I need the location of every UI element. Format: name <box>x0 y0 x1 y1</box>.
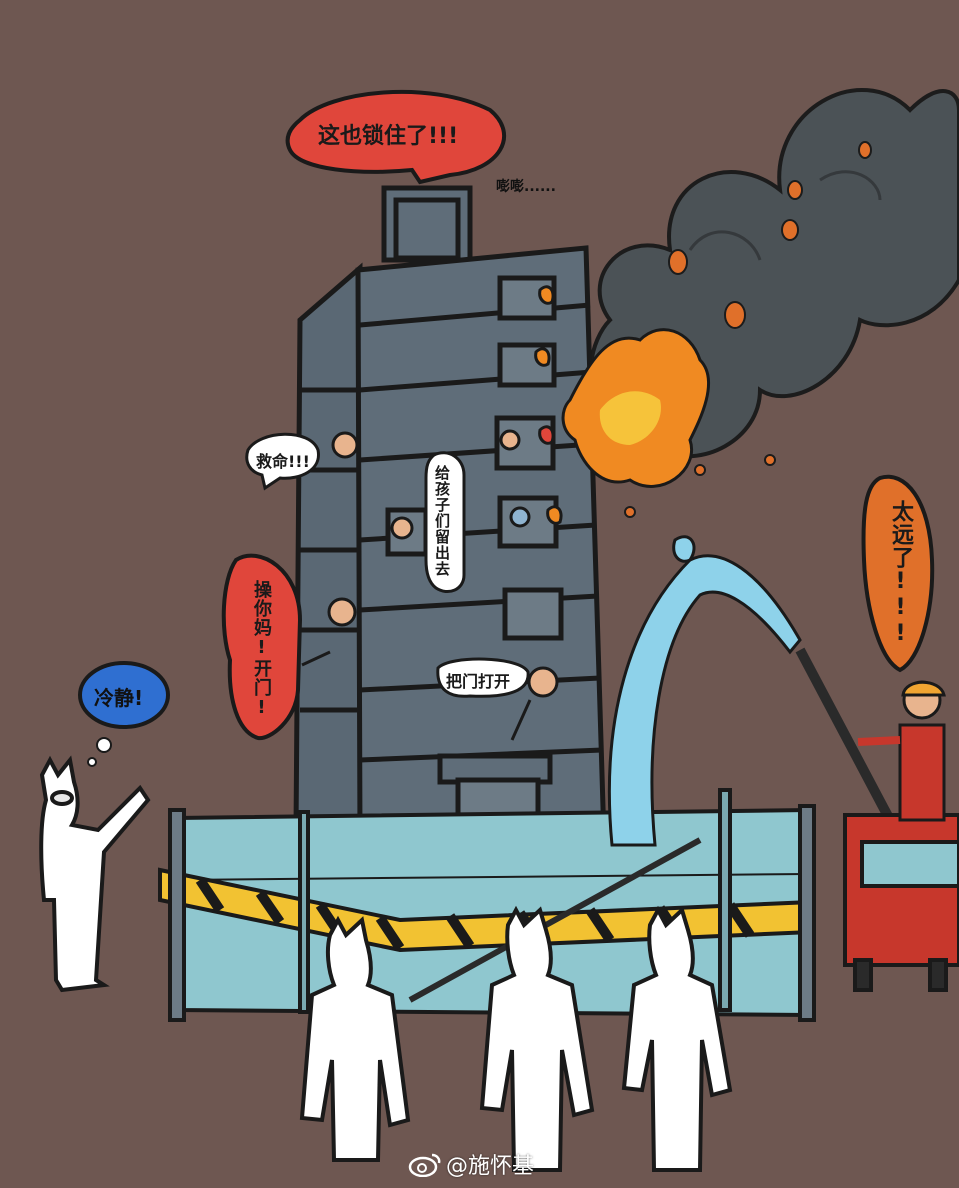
children-speech-text: 给孩子们留出去 <box>433 465 451 577</box>
roof-speech-text: 这也锁住了!!! <box>318 124 459 149</box>
trapped-residents <box>301 429 559 741</box>
embers <box>624 141 872 518</box>
help-speech-text: 救命!!! <box>256 452 310 471</box>
bubble-help <box>245 432 320 491</box>
bubble-calm <box>78 661 170 729</box>
hose <box>408 837 702 1003</box>
calm-speech-text: 冷静! <box>94 686 144 710</box>
bubble-open-door <box>436 657 530 698</box>
too-far-speech-text: 太远了!!! <box>888 500 913 647</box>
hazmat-guard-2 <box>479 905 595 1172</box>
roof-sound-text: 嘭嘭...... <box>496 179 556 195</box>
fire-truck <box>843 813 959 992</box>
hazmat-guard-left <box>39 755 151 993</box>
fire <box>534 285 711 525</box>
curse-speech-text: 操你妈!开门! <box>251 580 272 719</box>
bubble-roof <box>285 89 507 185</box>
weibo-watermark: @施怀基 <box>408 1148 534 1180</box>
hazmat-guard-1 <box>299 915 411 1162</box>
open-door-speech-text: 把门打开 <box>446 672 511 691</box>
weibo-icon <box>408 1153 441 1177</box>
nozzle-hose <box>795 647 895 823</box>
firefighter <box>857 680 946 822</box>
hazmat-guard-3 <box>621 905 733 1172</box>
bubble-curse <box>221 553 303 741</box>
water-jet <box>607 535 802 847</box>
bubble-too-far <box>861 474 935 673</box>
fence <box>158 788 816 1022</box>
bubble-children <box>424 451 466 593</box>
watermark-handle: @施怀基 <box>446 1154 535 1179</box>
